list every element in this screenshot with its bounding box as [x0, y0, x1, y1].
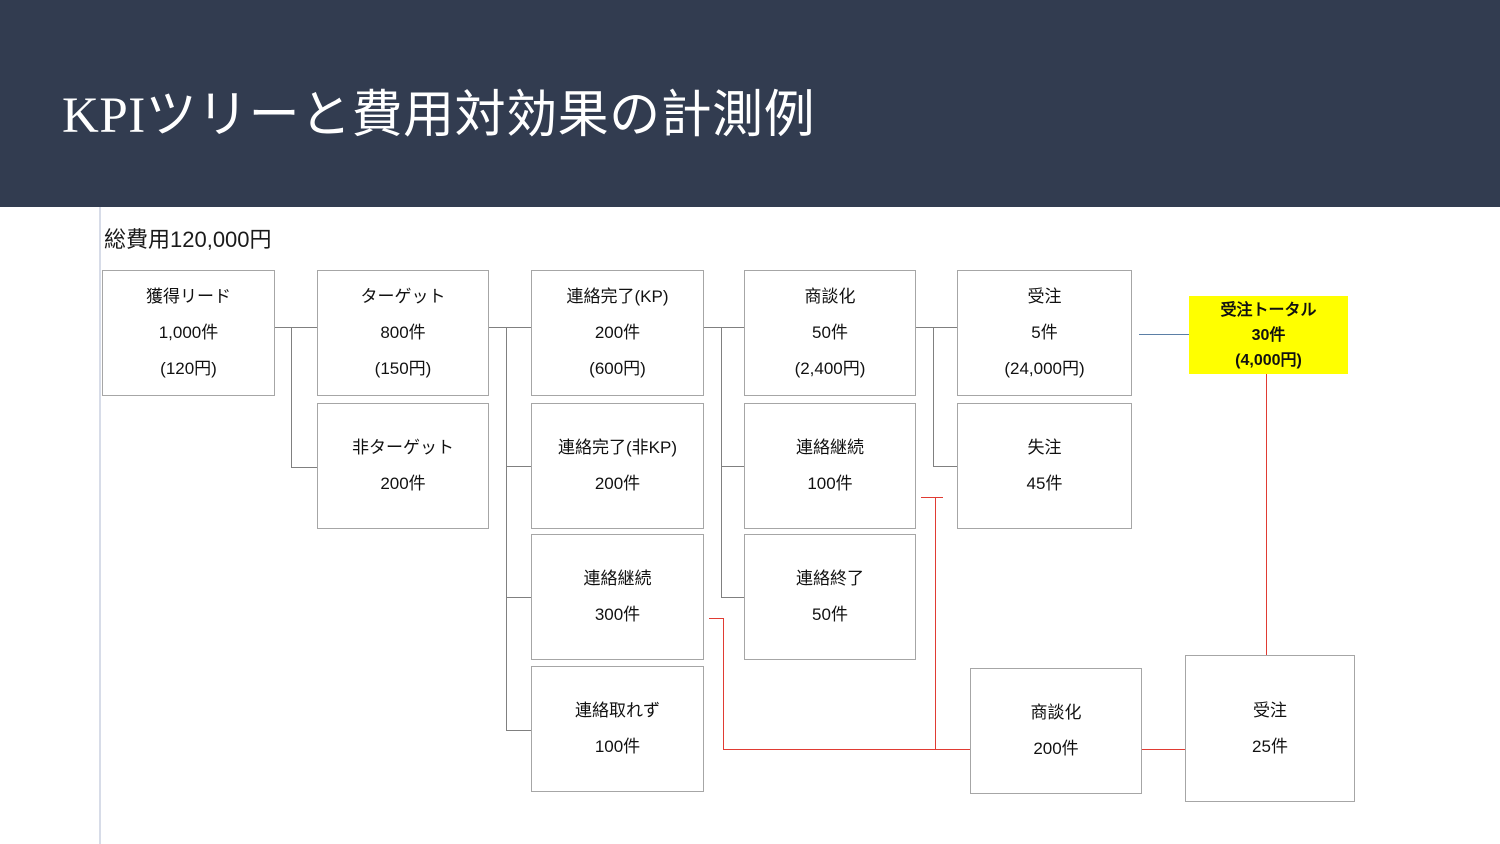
page-title: KPIツリーと費用対効果の計測例 — [62, 88, 816, 144]
node-contact-continue-100[interactable]: 連絡継続 100件 — [744, 403, 916, 529]
connector-to-target — [291, 327, 317, 328]
connector-deal-stub — [916, 327, 934, 328]
connector-deal-trunk — [933, 327, 934, 467]
node-count: 1,000件 — [158, 323, 219, 342]
node-contact-nonkp[interactable]: 連絡完了(非KP) 200件 — [531, 403, 704, 529]
red-connector-cont4-drop — [935, 497, 936, 750]
node-label: ターゲット — [360, 287, 446, 306]
connector-to-contact-kp — [506, 327, 531, 328]
node-label: 商談化 — [804, 287, 856, 306]
node-deal[interactable]: 商談化 50件 (2,400円) — [744, 270, 916, 396]
node-count: 30件 — [1251, 326, 1286, 344]
node-count: 200件 — [594, 323, 641, 342]
node-lost[interactable]: 失注 45件 — [957, 403, 1132, 529]
node-label: 受注 — [1027, 287, 1062, 306]
node-non-target[interactable]: 非ターゲット 200件 — [317, 403, 489, 529]
node-label: 獲得リード — [146, 287, 231, 306]
connector-lead-stub — [274, 327, 292, 328]
node-count: 50件 — [812, 323, 848, 342]
connector-to-non-target — [291, 467, 317, 468]
node-count: 100件 — [594, 737, 641, 756]
connector-contact-kp-stub — [704, 327, 722, 328]
connector-to-won — [933, 327, 957, 328]
node-contact-end[interactable]: 連絡終了 50件 — [744, 534, 916, 660]
node-label: 受注 — [1253, 700, 1287, 720]
node-label: 連絡継続 — [796, 438, 864, 457]
connector-won-to-total — [1139, 334, 1189, 335]
node-target[interactable]: ターゲット 800件 (150円) — [317, 270, 489, 396]
node-label: 連絡継続 — [583, 569, 652, 588]
node-label: 商談化 — [1030, 703, 1082, 722]
red-connector-cont3-stub — [709, 618, 724, 619]
node-count: 200件 — [380, 474, 426, 493]
node-count: 800件 — [380, 323, 426, 342]
node-cost: (24,000円) — [1004, 359, 1085, 378]
node-count: 25件 — [1252, 736, 1288, 756]
node-won[interactable]: 受注 5件 (24,000円) — [957, 270, 1132, 396]
node-label: 連絡完了(非KP) — [558, 438, 677, 457]
node-label: 受注トータル — [1220, 301, 1317, 319]
red-connector-cont4-stub — [921, 497, 943, 498]
node-count: 300件 — [594, 605, 641, 624]
node-contact-kp[interactable]: 連絡完了(KP) 200件 (600円) — [531, 270, 704, 396]
kpi-tree-canvas: 総費用120,000円 — [0, 207, 1500, 844]
node-count: 5件 — [1031, 323, 1058, 342]
red-connector-total-drop — [1266, 374, 1267, 655]
page-left-rule — [99, 207, 101, 844]
connector-contact-kp-trunk — [721, 327, 722, 597]
node-lead[interactable]: 獲得リード 1,000件 (120円) — [102, 270, 275, 396]
node-cost: (4,000円) — [1235, 351, 1302, 369]
node-cost: (2,400円) — [794, 359, 866, 378]
connector-to-contact-nonkp — [506, 466, 531, 467]
node-count: 100件 — [807, 474, 853, 493]
node-label: 連絡完了(KP) — [566, 287, 669, 306]
connector-to-lost — [933, 466, 957, 467]
node-cost: (120円) — [160, 359, 217, 378]
node-count: 45件 — [1026, 474, 1063, 493]
connector-to-contact-cont4 — [721, 466, 744, 467]
node-label: 失注 — [1027, 438, 1062, 457]
red-connector-deal-to-won — [1142, 749, 1185, 750]
connector-to-contact-none — [506, 730, 531, 731]
node-count: 200件 — [1033, 739, 1079, 758]
node-cost: (600円) — [589, 359, 646, 378]
connector-target-trunk — [506, 327, 507, 730]
node-contact-continue-300[interactable]: 連絡継続 300件 — [531, 534, 704, 660]
node-won-total[interactable]: 受注トータル 30件 (4,000円) — [1189, 296, 1348, 374]
connector-to-contact-end — [721, 597, 744, 598]
node-label: 非ターゲット — [352, 438, 454, 457]
slide-header-band: KPIツリーと費用対効果の計測例 — [0, 0, 1500, 207]
node-count: 200件 — [594, 474, 641, 493]
connector-to-contact-cont3 — [506, 597, 531, 598]
node-label: 連絡取れず — [575, 701, 660, 720]
node-won-bottom[interactable]: 受注 25件 — [1185, 655, 1355, 802]
connector-to-deal — [721, 327, 744, 328]
node-label: 連絡終了 — [796, 569, 864, 588]
red-connector-bottom-bus — [723, 749, 970, 750]
node-count: 50件 — [812, 605, 848, 624]
red-connector-cont3-drop — [723, 618, 724, 750]
node-cost: (150円) — [374, 359, 432, 378]
node-deal-bottom[interactable]: 商談化 200件 — [970, 668, 1142, 794]
total-cost-label: 総費用120,000円 — [104, 227, 272, 252]
connector-target-stub — [489, 327, 507, 328]
node-contact-unreachable[interactable]: 連絡取れず 100件 — [531, 666, 704, 792]
connector-lead-trunk — [291, 327, 292, 468]
